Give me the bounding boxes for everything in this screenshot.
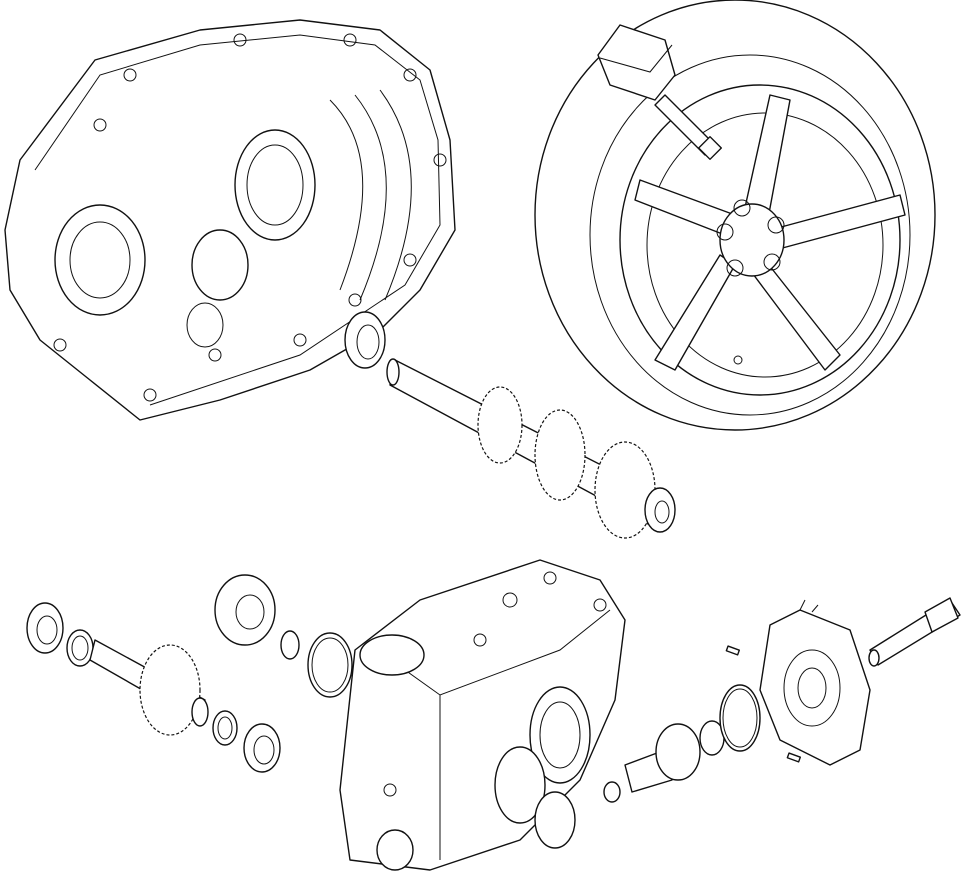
- output-shaft-group: [26, 574, 353, 773]
- tpms-sensor: [597, 24, 723, 161]
- bearing-seal: [344, 311, 386, 369]
- drive-shaft-stub: [868, 597, 961, 667]
- end-cover: [759, 599, 871, 766]
- input-shaft: [386, 358, 676, 539]
- wheel-with-tire: [534, 0, 936, 431]
- gearbox-housing-lower: [339, 559, 626, 871]
- flange-parts: [603, 645, 802, 803]
- gearbox-housing-upper: [4, 19, 456, 421]
